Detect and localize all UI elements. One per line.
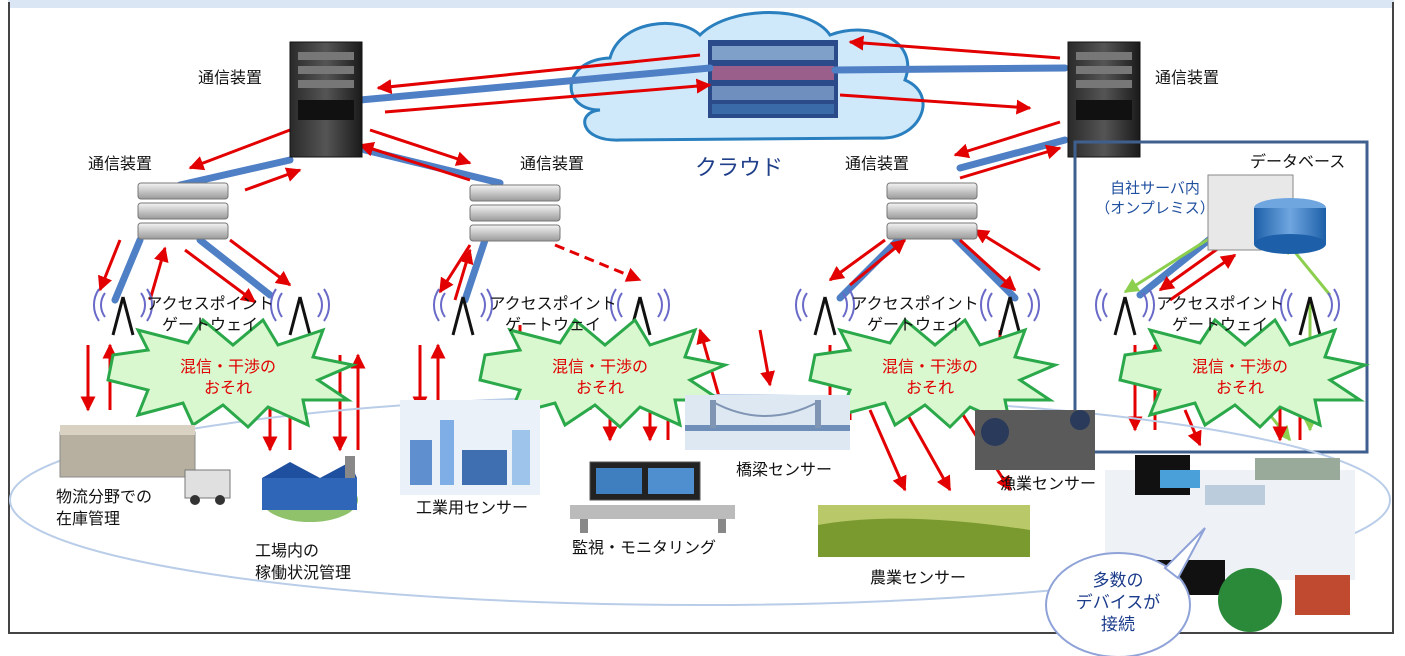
comm-device-label: 通信装置 — [1155, 68, 1220, 87]
ap-line1: アクセスポイント — [851, 294, 979, 313]
devices-line1: 多数の — [1092, 571, 1144, 591]
devices-bubble — [1045, 527, 1206, 656]
fishery-sensor-label: 漁業センサー — [1000, 474, 1097, 493]
logistics-line1: 物流分野での — [56, 487, 153, 506]
comm-device-label: 通信装置 — [845, 154, 910, 173]
interference-label: 混信・干渉の おそれ — [168, 356, 288, 398]
switch-1-graphic — [137, 182, 229, 240]
factory-label: 工場内の 稼働状況管理 — [255, 540, 351, 584]
devices-line2: デバイスが — [1075, 593, 1161, 613]
database-server-graphic — [1207, 174, 1326, 254]
onprem-label-line1: 自社サーバ内 — [1110, 179, 1200, 197]
warn-line2: おそれ — [575, 378, 624, 397]
bridge-sensor-label: 橋梁センサー — [736, 460, 833, 479]
factory-picture — [262, 456, 358, 522]
monitoring-label: 監視・モニタリング — [572, 538, 717, 557]
comm-device-label: 通信装置 — [88, 154, 153, 173]
warn-line2: おそれ — [203, 378, 252, 397]
access-point-label: アクセスポイント ゲートウェイ — [488, 293, 618, 335]
cloud-label: クラウド — [695, 156, 784, 181]
fishery-picture — [975, 410, 1095, 470]
switch-3-graphic — [886, 182, 978, 240]
access-point-label: アクセスポイント ゲートウェイ — [1155, 293, 1285, 335]
warn-line1: 混信・干渉の — [179, 357, 276, 376]
switch-2-graphic — [469, 184, 561, 242]
access-point-label: アクセスポイント ゲートウェイ — [850, 293, 980, 335]
agriculture-sensor-label: 農業センサー — [870, 568, 967, 587]
cloud-shape — [569, 11, 925, 142]
warn-line1: 混信・干渉の — [551, 357, 648, 376]
server-top-right-graphic — [1067, 41, 1141, 158]
top-band — [8, 0, 1394, 8]
interference-label: 混信・干渉の おそれ — [870, 356, 990, 398]
server-top-left-graphic — [289, 41, 363, 158]
interference-label: 混信・干渉の おそれ — [1180, 356, 1300, 398]
onprem-box — [1073, 140, 1369, 454]
comm-device-label: 通信装置 — [198, 68, 263, 87]
industrial-picture — [400, 400, 540, 495]
interference-bursts — [106, 317, 1371, 430]
devices-bubble-text: 多数の デバイスが 接続 — [1058, 570, 1178, 636]
agriculture-picture — [818, 505, 1030, 557]
ap-line2: ゲートウェイ — [504, 315, 601, 334]
access-point-label: アクセスポイント ゲートウェイ — [145, 293, 275, 335]
warn-line2: おそれ — [1215, 378, 1264, 397]
ap-line2: ゲートウェイ — [866, 315, 963, 334]
monitoring-picture — [570, 461, 735, 533]
warehouse-picture — [59, 425, 231, 505]
logistics-line2: 在庫管理 — [56, 509, 121, 528]
ap-line2: ゲートウェイ — [1171, 315, 1268, 334]
warn-line1: 混信・干渉の — [881, 357, 978, 376]
bridge-picture — [685, 395, 850, 450]
factory-line2: 稼働状況管理 — [255, 563, 352, 582]
traffic-arrows — [98, 35, 1237, 304]
warn-line2: おそれ — [905, 378, 954, 397]
ap-line1: アクセスポイント — [489, 294, 617, 313]
factory-line1: 工場内の — [255, 541, 320, 560]
logistics-label: 物流分野での 在庫管理 — [56, 486, 152, 530]
interference-label: 混信・干渉の おそれ — [540, 356, 660, 398]
warn-line1: 混信・干渉の — [1191, 357, 1288, 376]
ap-line1: アクセスポイント — [1156, 294, 1284, 313]
industrial-sensor-label: 工業用センサー — [416, 498, 529, 517]
comm-device-label: 通信装置 — [520, 154, 585, 173]
diagram-frame — [8, 2, 1394, 634]
devices-line3: 接続 — [1101, 615, 1135, 635]
ap-line1: アクセスポイント — [146, 294, 274, 313]
database-label: データベース — [1250, 152, 1346, 171]
antenna-graphics — [92, 288, 1341, 336]
onprem-label-line2: （オンプレミス） — [1095, 199, 1215, 217]
onprem-label: 自社サーバ内 （オンプレミス） — [1090, 178, 1220, 218]
ap-line2: ゲートウェイ — [161, 315, 258, 334]
